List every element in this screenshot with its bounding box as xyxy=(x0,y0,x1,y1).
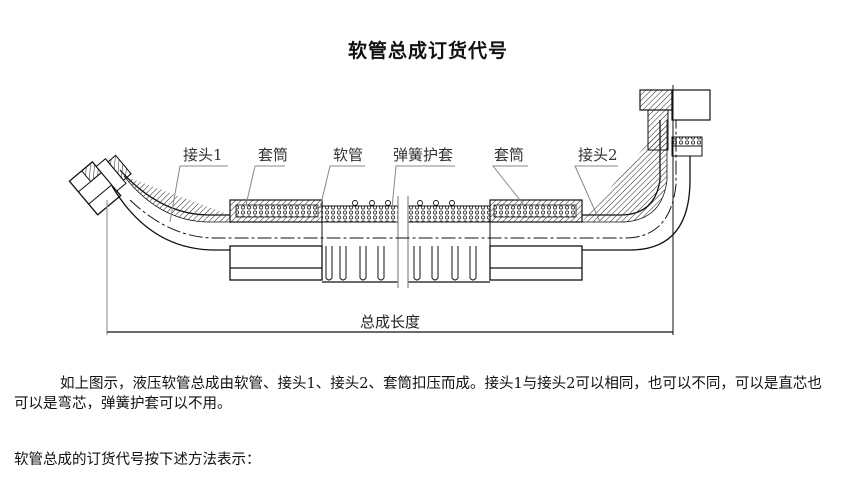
fitting-1 xyxy=(68,154,231,251)
spring-guard-coils xyxy=(325,246,477,281)
fitting-2 xyxy=(582,89,711,251)
ferrule-right xyxy=(489,199,583,281)
ferrule-left xyxy=(229,199,323,281)
label-hose: 软管 xyxy=(333,146,363,164)
page-title: 软管总成订货代号 xyxy=(347,40,508,62)
label-ferrule-left: 套筒 xyxy=(258,146,288,164)
label-spring-guard: 弹簧护套 xyxy=(393,146,453,164)
hose-assembly-drawing: 总成长度 接头1 套筒 软管 弹簧护套 套筒 接头2 xyxy=(68,85,711,335)
center-line xyxy=(129,120,677,239)
order-code-intro: 软管总成的订货代号按下述方法表示： xyxy=(14,452,261,468)
dimension-label-total-length: 总成长度 xyxy=(360,313,420,331)
label-fitting-2: 接头2 xyxy=(578,146,618,164)
description-paragraph: 如上图示，液压软管总成由软管、接头1、接头2、套筒扣压而成。接头1与接头2可以相… xyxy=(14,376,822,412)
hose-body xyxy=(321,196,491,288)
label-ferrule-right: 套筒 xyxy=(494,146,524,164)
label-fitting-1: 接头1 xyxy=(183,146,223,164)
